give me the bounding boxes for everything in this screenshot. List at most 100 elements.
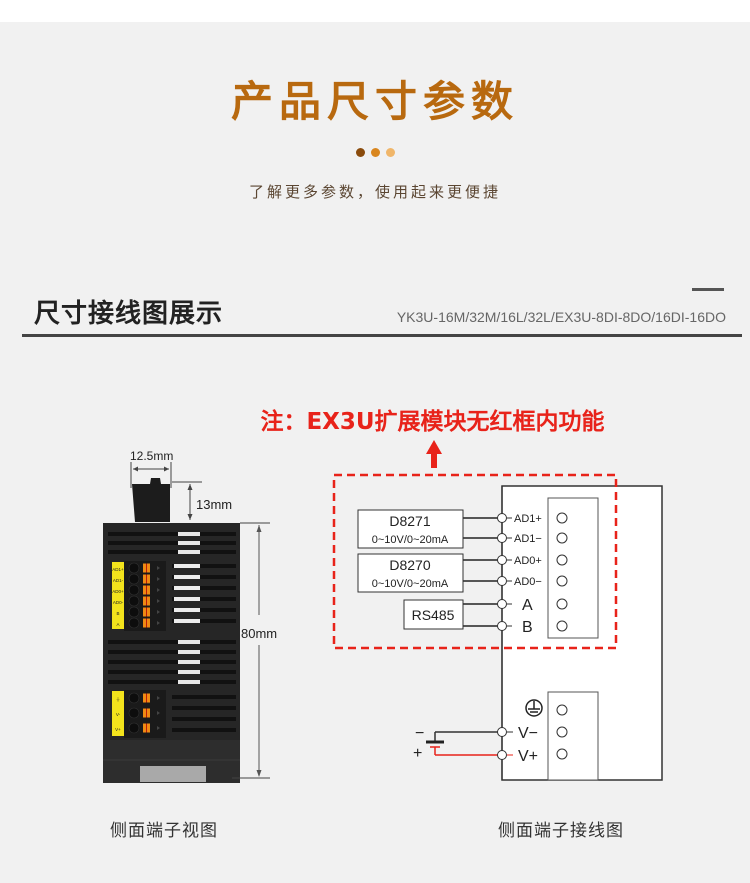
vent-highlight	[178, 541, 200, 545]
terminal-marker	[157, 621, 160, 625]
terminal-node	[497, 533, 507, 543]
terminal-marker	[157, 566, 160, 570]
terminal-marker	[157, 588, 160, 592]
terminal-hole	[128, 584, 140, 596]
top-strip	[0, 0, 750, 22]
vent-slot	[108, 650, 236, 654]
terminal-marker	[157, 599, 160, 603]
terminal-marker	[157, 610, 160, 614]
terminal-hole	[128, 617, 140, 629]
terminal-label: B	[116, 611, 119, 616]
terminal-label: V-	[116, 712, 121, 717]
vent-slot	[172, 695, 236, 699]
dot-2	[370, 148, 380, 157]
battery-plus: +	[413, 745, 422, 762]
terminal-name: AD1−	[514, 533, 542, 545]
terminal-hole	[128, 707, 140, 719]
device-d8270-range: 0~10V/0~20mA	[372, 578, 449, 590]
vent-slot	[108, 680, 236, 684]
connector-plug	[132, 478, 170, 522]
screw-terminal	[556, 598, 568, 610]
terminal-hole	[128, 692, 140, 704]
vent-highlight	[178, 640, 200, 644]
terminal-node	[497, 621, 507, 631]
vent-slot	[172, 597, 236, 601]
screw-terminal	[556, 512, 568, 524]
wiring-caption: 侧面端子接线图	[498, 821, 624, 841]
vent-highlight	[174, 597, 200, 601]
terminal-node	[497, 599, 507, 609]
terminal-hole	[128, 606, 140, 618]
terminal-marker	[157, 726, 160, 730]
vent-slot	[108, 550, 236, 554]
decorative-dots	[0, 142, 750, 161]
vent-slot	[172, 717, 236, 721]
terminal-name: B	[522, 619, 533, 636]
terminal-hole	[128, 573, 140, 585]
page-title: 产品尺寸参数	[230, 77, 519, 126]
device-rs485-name: RS485	[412, 607, 455, 623]
ex3u-note: 注：EX3U扩展模块无红框内功能	[260, 409, 605, 435]
vent-highlight	[174, 575, 200, 579]
terminal-node	[497, 555, 507, 565]
terminal-hole	[128, 562, 140, 574]
terminal-node	[497, 513, 507, 523]
vent-slot	[108, 660, 236, 664]
section-dash	[692, 288, 724, 291]
vent-highlight	[178, 680, 200, 684]
din-clip	[140, 766, 206, 782]
vent-highlight	[174, 586, 200, 590]
vent-highlight	[178, 660, 200, 664]
screw-terminal	[556, 575, 568, 587]
wiring-diagram: AD1+AD1−AD0+AD0−AB D8271 0~10V/0~20mA D8…	[332, 440, 663, 781]
dim-body-height: 80mm	[241, 626, 277, 641]
terminal-name: AD0+	[514, 555, 542, 567]
device-d8270-name: D8270	[389, 557, 430, 573]
device-d8271	[357, 509, 464, 549]
terminal-marker	[157, 577, 160, 581]
section-models: YK3U-16M/32M/16L/32L/EX3U-8DI-8DO/16DI-1…	[396, 309, 726, 325]
lower-terminal-box	[547, 691, 599, 781]
vent-slot	[172, 564, 236, 568]
vent-slot	[108, 541, 236, 545]
vent-slot	[172, 608, 236, 612]
terminal-name: AD0−	[514, 576, 542, 588]
terminal-label: AD0-	[113, 600, 124, 605]
vent-highlight	[174, 564, 200, 568]
side-view-diagram: 12.5mm 13mm AD1+AD1-AD0+AD0-BA ⏚V-V+ 80m…	[103, 449, 277, 783]
device-rs485	[403, 599, 464, 630]
terminal-name: A	[522, 597, 533, 614]
vent-slot	[172, 586, 236, 590]
dim-connector-width: 12.5mm	[130, 449, 173, 463]
side-view-caption: 侧面端子视图	[110, 821, 218, 841]
terminal-marker	[157, 711, 160, 715]
vent-highlight	[174, 619, 200, 623]
vent-slot	[108, 532, 236, 536]
screw-terminal	[556, 532, 568, 544]
terminal-label: AD1+	[112, 567, 124, 572]
page-subtitle: 了解更多参数，使用起来更便捷	[248, 183, 501, 201]
vent-slot	[172, 619, 236, 623]
vent-slot	[172, 706, 236, 710]
vent-slot	[172, 575, 236, 579]
terminal-hole	[128, 722, 140, 734]
vent-highlight	[178, 550, 200, 554]
terminal-name: AD1+	[514, 513, 542, 525]
terminal-hole	[128, 595, 140, 607]
vent-highlight	[178, 532, 200, 536]
terminal-label: AD1-	[113, 578, 124, 583]
terminal-label: AD0+	[112, 589, 124, 594]
section-title: 尺寸接线图展示	[34, 299, 224, 329]
vent-highlight	[178, 670, 200, 674]
note-arrow	[426, 440, 442, 468]
vent-slot	[172, 728, 236, 732]
dot-3	[385, 148, 395, 157]
device-d8271-range: 0~10V/0~20mA	[372, 534, 449, 546]
terminal-label: ⏚	[116, 696, 121, 702]
vent-slots	[108, 532, 236, 732]
vent-highlight	[178, 650, 200, 654]
dim-connector-height: 13mm	[196, 497, 232, 512]
terminal-v-minus: V−	[518, 725, 538, 742]
terminal-label: V+	[115, 727, 121, 732]
screw-terminal	[556, 620, 568, 632]
